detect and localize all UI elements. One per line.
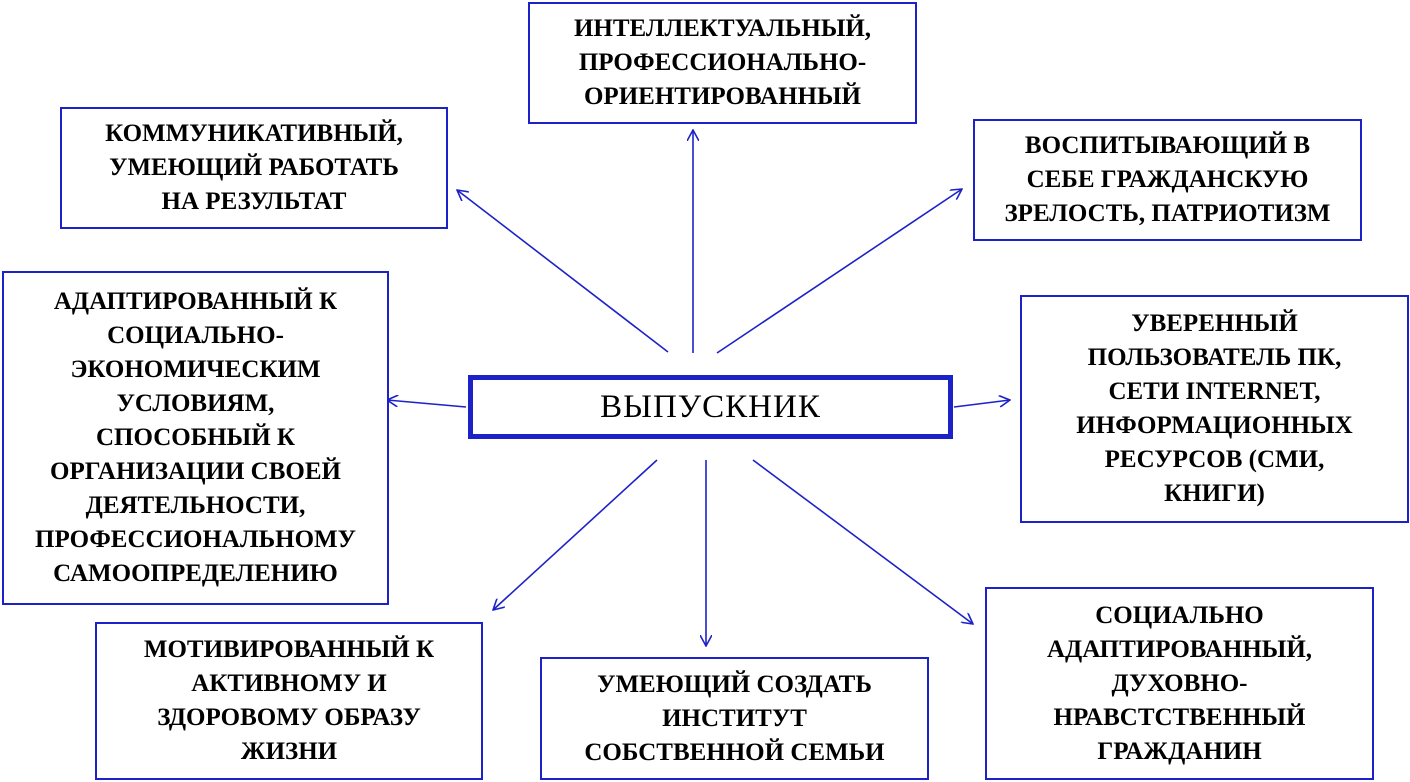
arrow-to-pc-user: [953, 400, 1010, 408]
node-pc-user: УВЕРЕННЫЙ ПОЛЬЗОВАТЕЛЬ ПК, СЕТИ INTERNET…: [1020, 295, 1409, 523]
node-motivated: МОТИВИРОВАННЫЙ К АКТИВНОМУ И ЗДОРОВОМУ О…: [95, 622, 483, 780]
node-intellectual: ИНТЕЛЛЕКТУАЛЬНЫЙ, ПРОФЕССИОНАЛЬНО- ОРИЕН…: [528, 2, 917, 124]
node-social: СОЦИАЛЬНО АДАПТИРОВАННЫЙ, ДУХОВНО- НРАВС…: [985, 587, 1374, 780]
arrow-to-patriot: [716, 189, 962, 354]
node-communicative: КОММУНИКАТИВНЫЙ, УМЕЮЩИЙ РАБОТАТЬ НА РЕЗ…: [60, 107, 448, 229]
node-family: УМЕЮЩИЙ СОЗДАТЬ ИНСТИТУТ СОБСТВЕННОЙ СЕМ…: [540, 657, 929, 780]
arrow-to-motivated: [493, 459, 658, 610]
center-node-graduate: ВЫПУСКНИК: [468, 375, 953, 439]
arrow-to-communicative: [457, 190, 669, 353]
arrow-to-social: [752, 459, 973, 624]
arrow-to-adapted: [387, 400, 467, 408]
node-adapted: АДАПТИРОВАННЫЙ К СОЦИАЛЬНО- ЭКОНОМИЧЕСКИ…: [2, 271, 389, 605]
node-patriot: ВОСПИТЫВАЮЩИЙ В СЕБЕ ГРАЖДАНСКУЮ ЗРЕЛОСТ…: [973, 119, 1362, 241]
